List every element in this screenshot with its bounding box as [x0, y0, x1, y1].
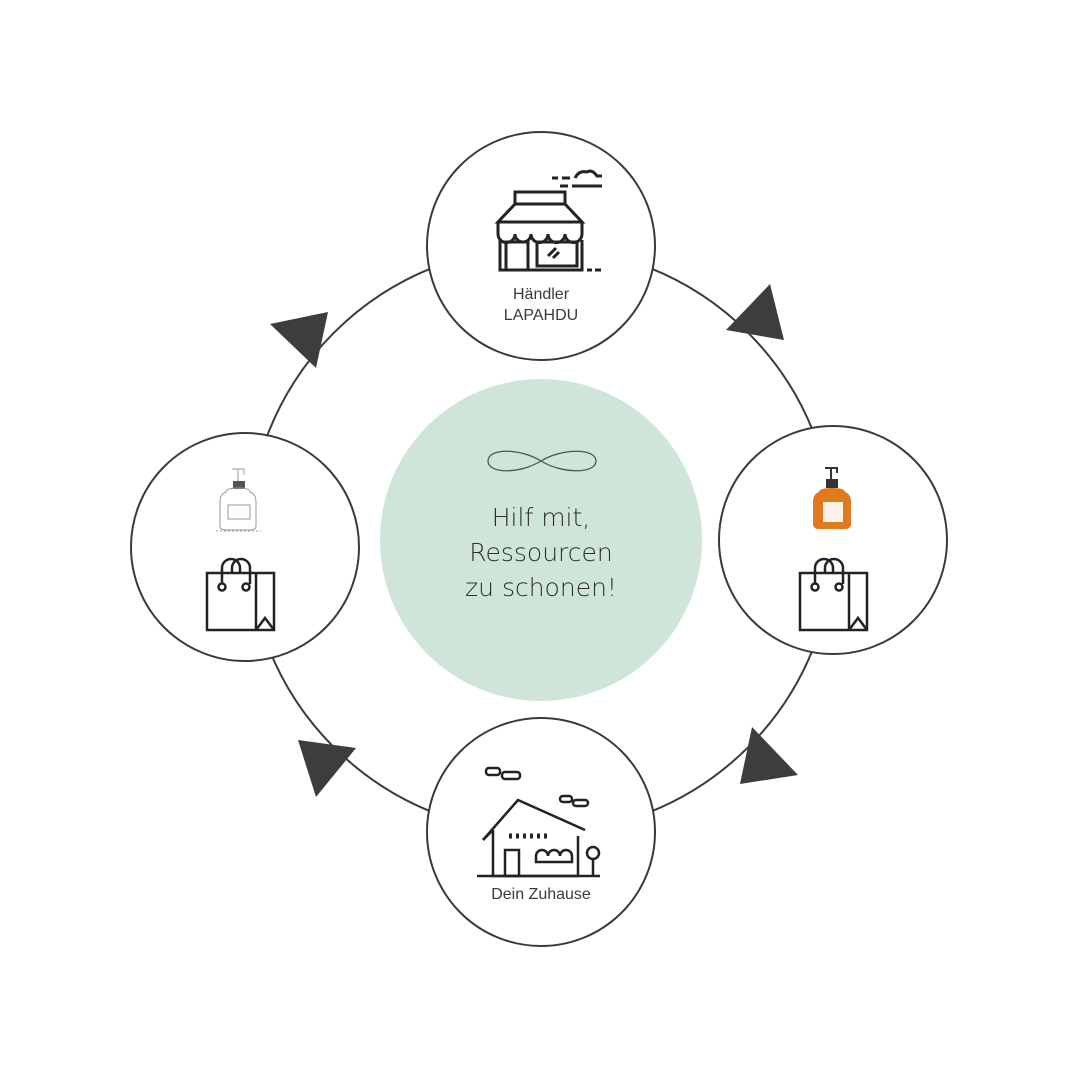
node-retailer [426, 131, 656, 361]
slogan-line3: zu schonen! [465, 573, 617, 602]
retailer-label-line2: LAPAHDU [503, 307, 579, 324]
retailer-label-line1: Händler [512, 286, 570, 303]
node-left [130, 432, 360, 662]
arrow-bottom-right [740, 727, 798, 784]
node-home [426, 717, 656, 947]
house-icon [477, 766, 601, 878]
center-circle [380, 379, 702, 701]
shopping-bag-icon [798, 557, 869, 632]
slogan-line1: Hilf mit, [491, 503, 591, 532]
retailer-label: Händler LAPAHDU [481, 284, 601, 326]
arrow-bottom-left [298, 740, 356, 797]
slogan-line2: Ressourcen [469, 538, 613, 567]
shopping-bag-icon [205, 557, 276, 632]
home-label: Dein Zuhause [491, 886, 591, 903]
infinity-icon [487, 450, 597, 472]
empty-soap-bottle-icon [216, 468, 261, 532]
storefront-icon [494, 169, 602, 272]
center-slogan: Hilf mit, Ressourcen zu schonen! [380, 500, 702, 605]
filled-soap-bottle-icon [813, 467, 851, 529]
arrow-top-right [726, 284, 784, 340]
arrow-top-left [270, 312, 328, 368]
node-right [718, 425, 948, 655]
